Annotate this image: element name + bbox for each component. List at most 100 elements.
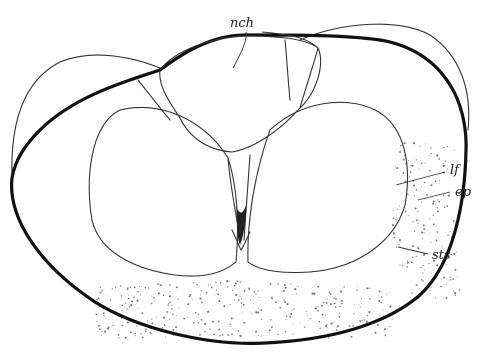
stipple-dot bbox=[396, 167, 398, 169]
stipple-dot bbox=[422, 280, 423, 281]
stipple-dot bbox=[110, 299, 111, 300]
stipple-dot bbox=[101, 290, 103, 292]
stipple-dot bbox=[242, 313, 243, 314]
stipple-dot bbox=[172, 313, 173, 314]
stipple-dot bbox=[450, 231, 451, 232]
stipple-dot bbox=[235, 294, 237, 296]
stipple-dot bbox=[326, 302, 328, 304]
stipple-dot bbox=[230, 281, 231, 282]
stipple-dot bbox=[399, 239, 401, 241]
stipple-dot bbox=[286, 315, 288, 317]
stipple-dot bbox=[411, 293, 412, 294]
stipple-dot bbox=[436, 264, 438, 266]
stipple-dot bbox=[243, 322, 245, 324]
stipple-dot bbox=[423, 224, 425, 226]
stipple-dot bbox=[416, 284, 418, 286]
stipple-dot bbox=[361, 298, 362, 299]
stipple-dot bbox=[122, 310, 123, 311]
stipple-dot bbox=[343, 286, 344, 287]
stipple-dot bbox=[340, 291, 342, 293]
stipple-dot bbox=[187, 316, 188, 317]
stipple-dot bbox=[212, 321, 214, 323]
stipple-dot bbox=[269, 332, 270, 333]
stipple-dot bbox=[433, 215, 434, 216]
stipple-dot bbox=[437, 207, 438, 208]
stipple-dot bbox=[407, 262, 409, 264]
stipple-dot bbox=[382, 310, 383, 311]
stipple-dot bbox=[164, 324, 165, 325]
label-nch: nch bbox=[230, 16, 254, 31]
stipple-dot bbox=[369, 288, 370, 289]
stipple-dot bbox=[253, 303, 254, 304]
stipple-dot bbox=[448, 195, 450, 197]
stipple-dot bbox=[108, 326, 110, 328]
stipple-dot bbox=[398, 244, 399, 245]
stipple-dot bbox=[431, 286, 432, 287]
stipple-dot bbox=[125, 302, 126, 303]
stipple-dot bbox=[435, 181, 436, 182]
stipple-dot bbox=[175, 326, 177, 328]
stipple-dot bbox=[142, 337, 144, 339]
stipple-dot bbox=[283, 300, 284, 301]
stipple-dot bbox=[327, 327, 328, 328]
stipple-dot bbox=[277, 284, 278, 285]
stipple-dot bbox=[156, 317, 157, 318]
stipple-dot bbox=[364, 319, 366, 321]
stipple-dot bbox=[291, 310, 292, 311]
stipple-dot bbox=[446, 205, 448, 207]
stipple-dot bbox=[243, 304, 245, 306]
stipple-dot bbox=[454, 295, 455, 296]
stipple-dot bbox=[417, 247, 419, 249]
stipple-dot bbox=[442, 246, 443, 247]
ep-leader bbox=[418, 192, 450, 200]
stipple-dot bbox=[261, 319, 262, 320]
stipple-dot bbox=[453, 220, 455, 222]
stipple-dot bbox=[368, 311, 370, 313]
stipple-dot bbox=[140, 295, 141, 296]
label-ep: ep bbox=[455, 185, 472, 200]
stipple-dot bbox=[421, 231, 423, 233]
stipple-dot bbox=[421, 187, 422, 188]
stipple-dot bbox=[335, 306, 337, 308]
stipple-dot bbox=[254, 291, 255, 292]
stipple-dot bbox=[349, 325, 351, 327]
stipple-dot bbox=[201, 302, 203, 304]
stipple-dot bbox=[270, 319, 271, 320]
stipple-dot bbox=[163, 317, 165, 319]
stipple-dot bbox=[447, 168, 448, 169]
stipple-dot bbox=[96, 299, 98, 301]
stipple-dot bbox=[362, 320, 363, 321]
stipple-dot bbox=[414, 195, 415, 196]
stipple-dot bbox=[251, 313, 252, 314]
stipple-dot bbox=[294, 288, 296, 290]
stipple-dot bbox=[165, 336, 166, 337]
stipple-dot bbox=[438, 201, 440, 203]
stipple-dot bbox=[335, 303, 336, 304]
stipple-dot bbox=[169, 319, 170, 320]
stipple-dot bbox=[413, 221, 414, 222]
stipple-dot bbox=[208, 284, 209, 285]
stipple-dot bbox=[140, 333, 141, 334]
stipple-dot bbox=[425, 143, 426, 144]
stipple-dot bbox=[403, 172, 405, 174]
stipple-dot bbox=[137, 291, 139, 293]
stipple-dot bbox=[236, 281, 238, 283]
stipple-dot bbox=[121, 295, 122, 296]
stipple-dot bbox=[219, 335, 221, 337]
stipple-dot bbox=[454, 292, 456, 294]
stipple-dot bbox=[459, 289, 461, 291]
stipple-dot bbox=[393, 210, 394, 211]
stipple-dot bbox=[450, 279, 451, 280]
stipple-dot bbox=[198, 314, 199, 315]
stipple-dot bbox=[255, 311, 257, 313]
stipple-dot bbox=[396, 246, 397, 247]
stipple-dot bbox=[238, 299, 240, 301]
stipple-dot bbox=[100, 287, 101, 288]
stipple-dot bbox=[439, 180, 440, 181]
stipple-dot bbox=[259, 297, 260, 298]
stipple-dot bbox=[433, 223, 435, 225]
stipple-dot bbox=[314, 285, 315, 286]
stipple-dot bbox=[378, 300, 380, 302]
stipple-dot bbox=[367, 315, 368, 316]
stipple-dot bbox=[369, 298, 371, 300]
